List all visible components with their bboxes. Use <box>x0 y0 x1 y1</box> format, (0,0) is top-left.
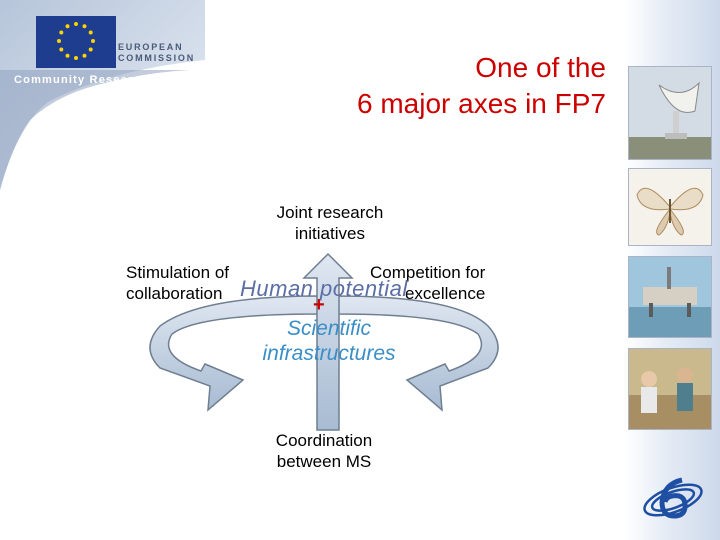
research-station-photo <box>628 256 712 338</box>
laboratory-photo <box>628 348 712 430</box>
sci-line-1: Scientific <box>286 317 372 340</box>
stim-line-1: Stimulation of <box>126 263 229 282</box>
vertical-up-arrow <box>302 252 354 431</box>
coordination-label: Coordination between MS <box>236 430 412 472</box>
stimulation-label: Stimulation of collaboration <box>126 262 229 304</box>
eu-flag-icon <box>36 16 116 68</box>
plus-sign: + <box>313 294 325 316</box>
sci-line-2: infrastructures <box>262 342 396 365</box>
fp6-logo-icon <box>643 477 703 519</box>
comp-line-2: excellence <box>404 284 486 303</box>
commission-line-2: COMMISSION <box>118 53 196 63</box>
title-line-1: One of the <box>475 52 606 83</box>
competition-label: Competition for excellence <box>370 262 485 304</box>
scientific-infrastructures-label: Scientific infrastructures <box>236 316 422 366</box>
joint-line-1: Joint research <box>276 203 384 222</box>
human-potential-label: Human potential <box>240 276 408 301</box>
title-line-2: 6 major axes in FP7 <box>357 88 606 119</box>
stim-line-2: collaboration <box>126 284 223 303</box>
coord-line-2: between MS <box>276 452 372 471</box>
right-curved-arrow <box>335 295 499 412</box>
commission-line-1: EUROPEAN <box>118 42 184 52</box>
joint-line-2: initiatives <box>295 224 365 243</box>
butterfly-photo <box>628 168 712 246</box>
coord-line-1: Coordination <box>275 431 373 450</box>
comp-line-1: Competition for <box>370 263 486 282</box>
commission-name: EUROPEAN COMMISSION <box>118 42 195 64</box>
joint-research-label: Joint research initiatives <box>240 202 420 244</box>
radio-telescope-photo <box>628 66 712 160</box>
slide-title: One of the 6 major axes in FP7 <box>357 50 606 122</box>
left-curved-arrow <box>149 295 321 412</box>
community-research-label: Community Research <box>14 74 149 86</box>
